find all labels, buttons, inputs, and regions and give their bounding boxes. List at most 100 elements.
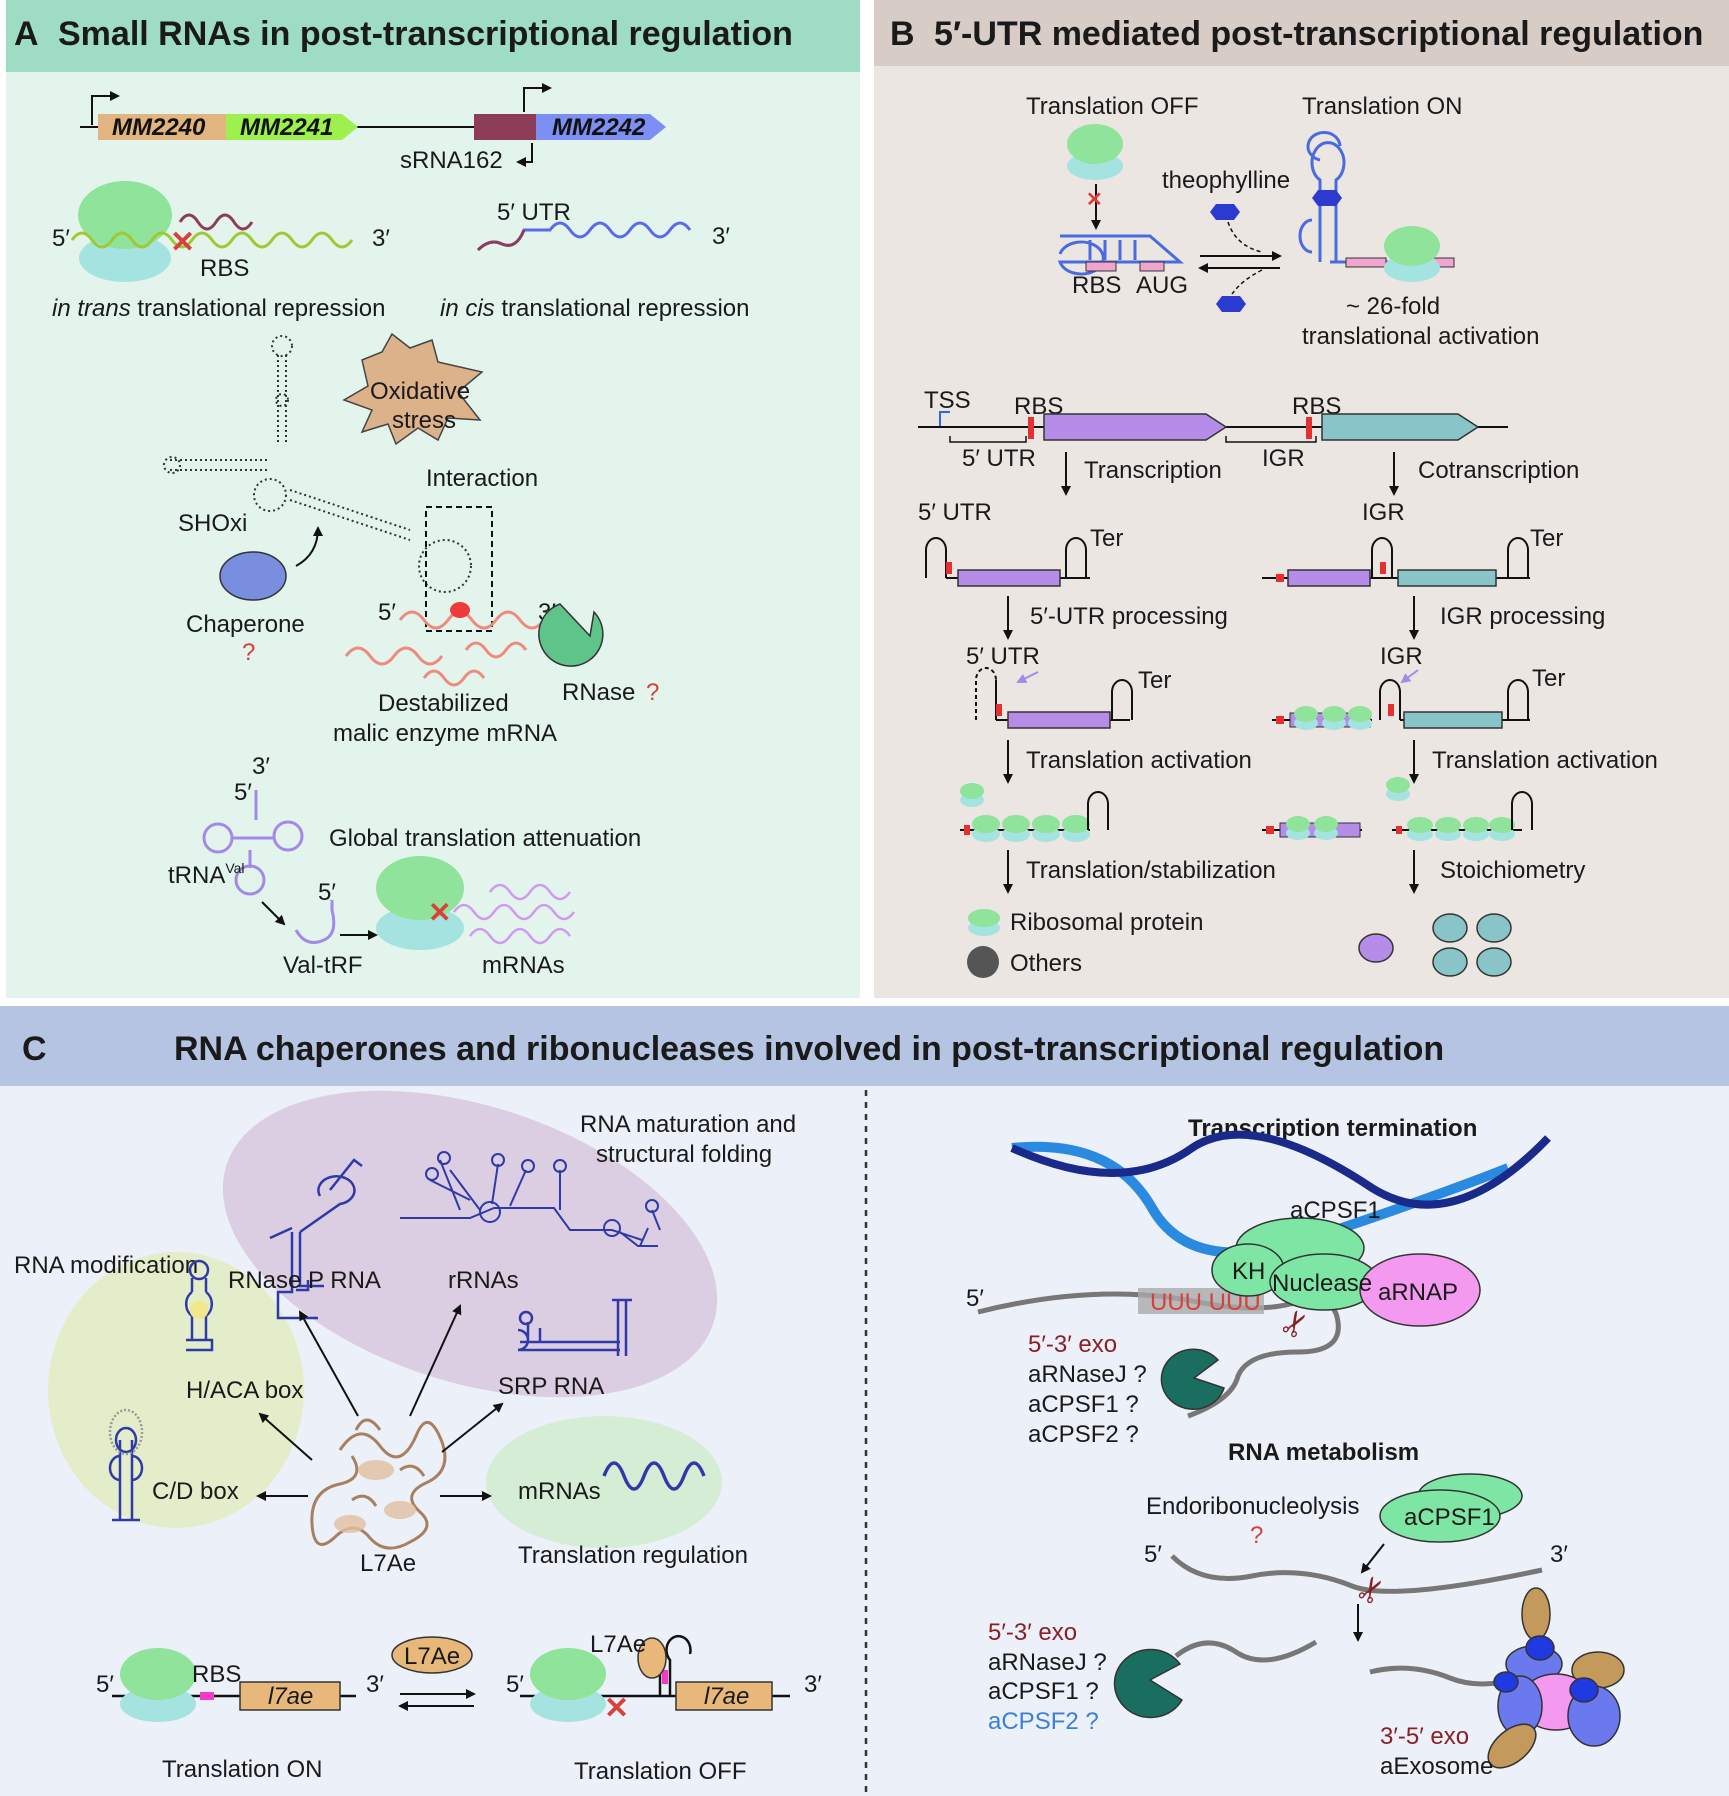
stoich-purple xyxy=(1358,933,1394,963)
mrna-wave-c xyxy=(602,1461,706,1491)
chaperone-arrow xyxy=(295,526,323,567)
rnase-label: RNase xyxy=(562,679,635,706)
val-trf-5prime: 5′ xyxy=(318,879,336,906)
trna-cloverleaf xyxy=(202,790,304,896)
in-cis-label: in cis translational repression xyxy=(440,295,750,322)
cleavage-arrow-left xyxy=(1016,671,1039,683)
rbs-red-4 xyxy=(1380,562,1386,574)
polysome-left xyxy=(960,783,1109,842)
transcription-label: Transcription xyxy=(1084,457,1222,484)
trna-label: tRNAVal xyxy=(168,860,245,889)
stress-label: stress xyxy=(392,407,456,434)
aug-label-off: AUG xyxy=(1136,272,1188,299)
gene-step2-left xyxy=(1007,711,1111,729)
three-prime-on: 3′ xyxy=(366,1671,384,1698)
translation-off-label-c: Translation OFF xyxy=(574,1758,747,1785)
mrnas-label-a: mRNAs xyxy=(482,952,565,979)
arrow-to-haca xyxy=(258,1412,313,1461)
mrnas-wave-1 xyxy=(488,883,572,901)
chaperone-question: ? xyxy=(242,639,255,666)
acpsf1q-label-term: aCPSF1 ? xyxy=(1028,1391,1139,1418)
acpsf1q-label-meta: aCPSF1 ? xyxy=(988,1678,1099,1705)
rnase-p-label: RNase P RNA xyxy=(228,1267,381,1294)
panel-b-letter: B xyxy=(890,15,915,53)
igr-bracket xyxy=(1225,436,1317,443)
gene-mm2242 xyxy=(536,114,666,140)
l7ae-badge-label: L7Ae xyxy=(404,1643,460,1670)
panel-c-header xyxy=(0,1006,1729,1086)
gene-label-mm2242: MM2242 xyxy=(552,114,646,141)
utr-hairpin-2-dashed xyxy=(975,667,997,720)
promoter-arrow-1 xyxy=(91,91,120,125)
l7ae-gene-label-off: l7ae xyxy=(704,1683,749,1710)
repression-cross-trans: ✕ xyxy=(170,226,195,259)
activation-label-left: Translation activation xyxy=(1026,747,1252,774)
panel-a-header xyxy=(6,0,860,72)
binding-path-in xyxy=(1227,221,1263,253)
utr-bracket xyxy=(949,436,1027,443)
panel-b: B 5′-UTR mediated post-transcriptional r… xyxy=(874,0,1729,998)
l7ae-badge xyxy=(391,1636,473,1674)
srp-label: SRP RNA xyxy=(498,1373,604,1400)
panel-a: A Small RNAs in post-transcriptional reg… xyxy=(6,0,860,998)
rnase-pacman xyxy=(538,603,604,667)
stoich-teal-4 xyxy=(1476,947,1512,977)
l7ae-gene-label-on: l7ae xyxy=(268,1683,313,1710)
val-trf-shape xyxy=(294,900,336,944)
stoich-teal-2 xyxy=(1476,913,1512,943)
degraded-mrna-1 xyxy=(344,646,444,666)
destabilized-label: Destabilized xyxy=(378,690,509,717)
exonuclease-pacman-term xyxy=(1160,1348,1225,1410)
srna162-block xyxy=(474,114,536,140)
ter-hairpin-1 xyxy=(1065,537,1087,578)
acpsf2q-label-meta: aCPSF2 ? xyxy=(988,1708,1099,1735)
igr-processing-label: IGR processing xyxy=(1440,603,1605,630)
exonuclease-pacman-meta xyxy=(1113,1648,1184,1719)
utr-label-step2: 5′ UTR xyxy=(966,643,1040,670)
exo53-label-meta: 5′-3′ exo xyxy=(988,1619,1077,1646)
rbs-red-3 xyxy=(1276,574,1284,582)
arrow-to-rnase-p xyxy=(299,1310,359,1417)
oxidative-stress-star xyxy=(342,332,484,446)
trna-arrow xyxy=(261,901,286,926)
theophylline-molecule-2 xyxy=(1216,296,1246,312)
mrnas-wave-2 xyxy=(452,903,576,921)
rbs-box-on xyxy=(1345,257,1387,268)
rbs-red-1 xyxy=(946,562,952,574)
utr-label-step1: 5′ UTR xyxy=(918,499,992,526)
cotranscription-label: Cotranscription xyxy=(1418,457,1579,484)
rbs-box-off xyxy=(1085,261,1117,272)
igr-hairpin-2 xyxy=(1379,679,1401,720)
endo-question: ? xyxy=(1250,1522,1263,1549)
dna-strand-1 xyxy=(1011,1141,1510,1258)
ribosome-trans xyxy=(78,181,172,282)
stoich-teal-1 xyxy=(1432,913,1468,943)
arnap-label: aRNAP xyxy=(1378,1279,1458,1306)
l7ae-bound xyxy=(637,1637,667,1679)
arnasej-label-term: aRNaseJ ? xyxy=(1028,1361,1147,1388)
five-prime-trans: 5′ xyxy=(52,225,70,252)
ter-hairpin-2 xyxy=(1111,679,1133,720)
rbs-red-2 xyxy=(996,704,1002,716)
l7ae-label: L7Ae xyxy=(360,1550,416,1577)
endo-arrow xyxy=(1360,1543,1385,1574)
mrnas-wave-3 xyxy=(468,927,572,945)
rbs-label-off: RBS xyxy=(1072,272,1121,299)
tss-arrow xyxy=(939,411,950,426)
haca-label: H/ACA box xyxy=(186,1377,303,1404)
translation-regulation-label: Translation regulation xyxy=(518,1542,748,1569)
metabolism-label: RNA metabolism xyxy=(1228,1439,1419,1466)
stoichiometry-label: Stoichiometry xyxy=(1440,857,1585,884)
arrow-to-srp xyxy=(441,1402,504,1453)
rnase-p-rna-structure xyxy=(269,1158,363,1320)
ribosome-c-on xyxy=(120,1648,196,1722)
rbs-red-5 xyxy=(1388,704,1394,716)
rbs-mark-c-on xyxy=(200,1692,214,1700)
panel-a-letter: A xyxy=(14,15,39,53)
arnasej-label-meta: aRNaseJ ? xyxy=(988,1649,1107,1676)
three-prime-trans: 3′ xyxy=(372,225,390,252)
l7ae-bound-label: L7Ae xyxy=(590,1631,646,1658)
utr-hairpin-1 xyxy=(925,537,947,578)
cd-box-structure xyxy=(108,1408,144,1522)
polysome-right-b xyxy=(1386,777,1533,841)
